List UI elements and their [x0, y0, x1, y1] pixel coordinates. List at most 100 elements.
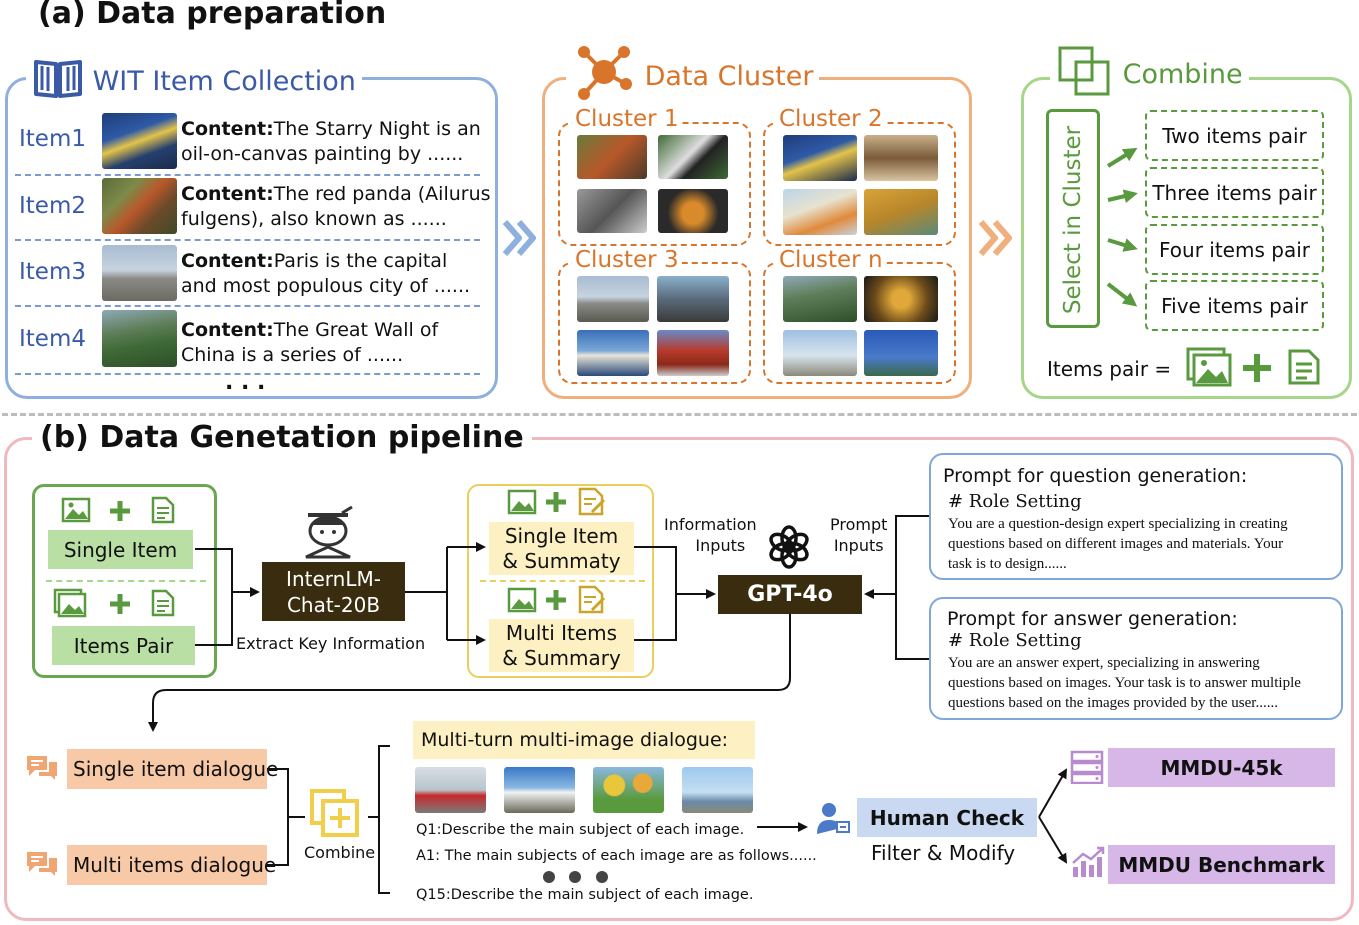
plus-icon	[544, 490, 568, 518]
cluster-image	[577, 189, 647, 233]
cluster-image	[864, 135, 938, 181]
cluster-image	[864, 189, 938, 235]
four-items-pair: Four items pair	[1145, 224, 1324, 275]
dialogue-image	[415, 767, 486, 813]
two-items-pair: Two items pair	[1145, 110, 1324, 161]
summary-box	[467, 484, 654, 678]
plus-icon	[108, 592, 132, 620]
section-divider	[2, 413, 1357, 416]
cluster-image	[864, 276, 938, 322]
item3-line2: and most populous city of ......	[181, 275, 471, 297]
internlm-line1: InternLM-	[286, 566, 381, 591]
q15-text: Q15:Describe the main subject of each im…	[416, 887, 754, 903]
item3-label: Item3	[19, 259, 86, 285]
prompt-inputs-line1: Prompt	[830, 515, 888, 534]
item2-label: Item2	[19, 193, 86, 219]
a1-text: A1: The main subjects of each image are …	[416, 848, 817, 864]
item1-image	[102, 113, 177, 169]
item4-line1: The Great Wall of	[273, 319, 439, 341]
internlm-line2: Chat-20B	[286, 592, 381, 617]
image-icon	[507, 587, 537, 617]
prompt-q-line2: questions based on different images and …	[948, 536, 1284, 552]
mascot-icon	[298, 505, 358, 563]
image-icon	[507, 489, 537, 519]
combine-label: Combine	[304, 843, 376, 862]
prompt-question-sub: # Role Setting	[948, 491, 1082, 512]
dialogue-image	[593, 767, 664, 813]
pipeline-panel	[4, 437, 1354, 921]
prompt-a-line3: questions based on the images provided b…	[948, 695, 1278, 711]
cluster-2-label: Cluster 2	[776, 106, 886, 132]
cluster-title: Data Cluster	[644, 61, 814, 92]
cluster-image	[577, 276, 649, 322]
summary-divider	[480, 580, 645, 582]
document-icon	[1287, 348, 1321, 390]
q1-text: Q1:Describe the main subject of each ima…	[416, 822, 745, 838]
cluster-image	[783, 135, 857, 181]
plus-icon	[108, 499, 132, 527]
prompt-inputs-line2: Inputs	[833, 536, 884, 555]
item1-content-label: Content:	[181, 118, 274, 140]
squares-icon	[1056, 44, 1114, 105]
section-a-title: (a) Data preparation	[38, 0, 387, 31]
item-divider	[15, 239, 480, 241]
single-summary-box: Single Item & Summaty	[489, 522, 634, 575]
database-icon	[1070, 750, 1104, 788]
prompt-inputs-label: Prompt Inputs	[830, 514, 887, 556]
edit-document-icon	[578, 585, 608, 619]
wit-ellipsis: . . .	[225, 370, 266, 395]
item1-line1: The Starry Night is an	[273, 118, 481, 140]
item3-line1: Paris is the capital	[273, 250, 448, 272]
item4-image	[102, 310, 177, 367]
mmdu45k-box: MMDU-45k	[1108, 748, 1335, 787]
chevron-right-icon	[977, 218, 1015, 262]
prompt-question-body: You are a question-design expert special…	[948, 514, 1288, 574]
cluster-image	[864, 330, 938, 376]
five-items-pair: Five items pair	[1145, 280, 1324, 331]
item2-text: Content:The red panda (Ailurus fulgens), …	[181, 182, 491, 232]
item-divider	[15, 305, 480, 307]
item2-line1: The red panda (Ailurus	[273, 183, 491, 205]
item1-line2: oil-on-canvas painting by ......	[181, 143, 464, 165]
single-summary-line2: & Summaty	[502, 548, 621, 573]
item4-label: Item4	[19, 326, 86, 352]
prompt-q-line3: task is to design......	[948, 556, 1067, 572]
cluster-image	[783, 189, 857, 235]
ellipsis-dots	[542, 869, 612, 889]
gpt-box: GPT-4o	[718, 575, 862, 614]
combine-title: Combine	[1122, 59, 1243, 90]
multiturn-title: Multi-turn multi-image dialogue:	[413, 721, 755, 759]
items-pair-formula-label: Items pair =	[1047, 357, 1172, 381]
extract-label: Extract Key Information	[236, 634, 426, 653]
prompt-question-title: Prompt for question generation:	[943, 465, 1248, 487]
wit-panel-header: WIT Item Collection	[26, 56, 362, 107]
item-divider	[15, 174, 480, 176]
prompt-a-line1: You are an answer expert, specializing i…	[948, 655, 1260, 671]
item2-line2: fulgens), also known as ......	[181, 208, 447, 230]
person-icon	[815, 800, 851, 840]
dialogue-image	[504, 767, 575, 813]
image-icon	[53, 588, 87, 622]
single-summary-line1: Single Item	[504, 523, 619, 548]
item1-text: Content:The Starry Night is an oil-on-can…	[181, 117, 481, 167]
item4-content-label: Content:	[181, 319, 274, 341]
image-icon	[1186, 347, 1232, 391]
prompt-q-line1: You are a question-design expert special…	[948, 516, 1288, 532]
internlm-box: InternLM- Chat-20B	[262, 562, 405, 621]
prompt-answer-sub: # Role Setting	[948, 630, 1082, 651]
item1-label: Item1	[19, 126, 86, 152]
book-icon	[32, 56, 84, 107]
plus-icon	[1241, 352, 1273, 388]
three-items-pair: Three items pair	[1145, 167, 1324, 218]
openai-icon	[766, 524, 812, 574]
cluster-n-label: Cluster n	[776, 247, 886, 273]
combine-panel-header: Combine	[1050, 44, 1249, 105]
single-dialogue-box: Single item dialogue	[67, 749, 278, 789]
select-in-cluster-box	[1046, 109, 1100, 328]
info-inputs-line1: Information	[664, 515, 757, 534]
cluster-image	[657, 330, 729, 376]
network-icon	[572, 42, 636, 111]
item-divider	[15, 373, 480, 375]
item2-content-label: Content:	[181, 183, 274, 205]
